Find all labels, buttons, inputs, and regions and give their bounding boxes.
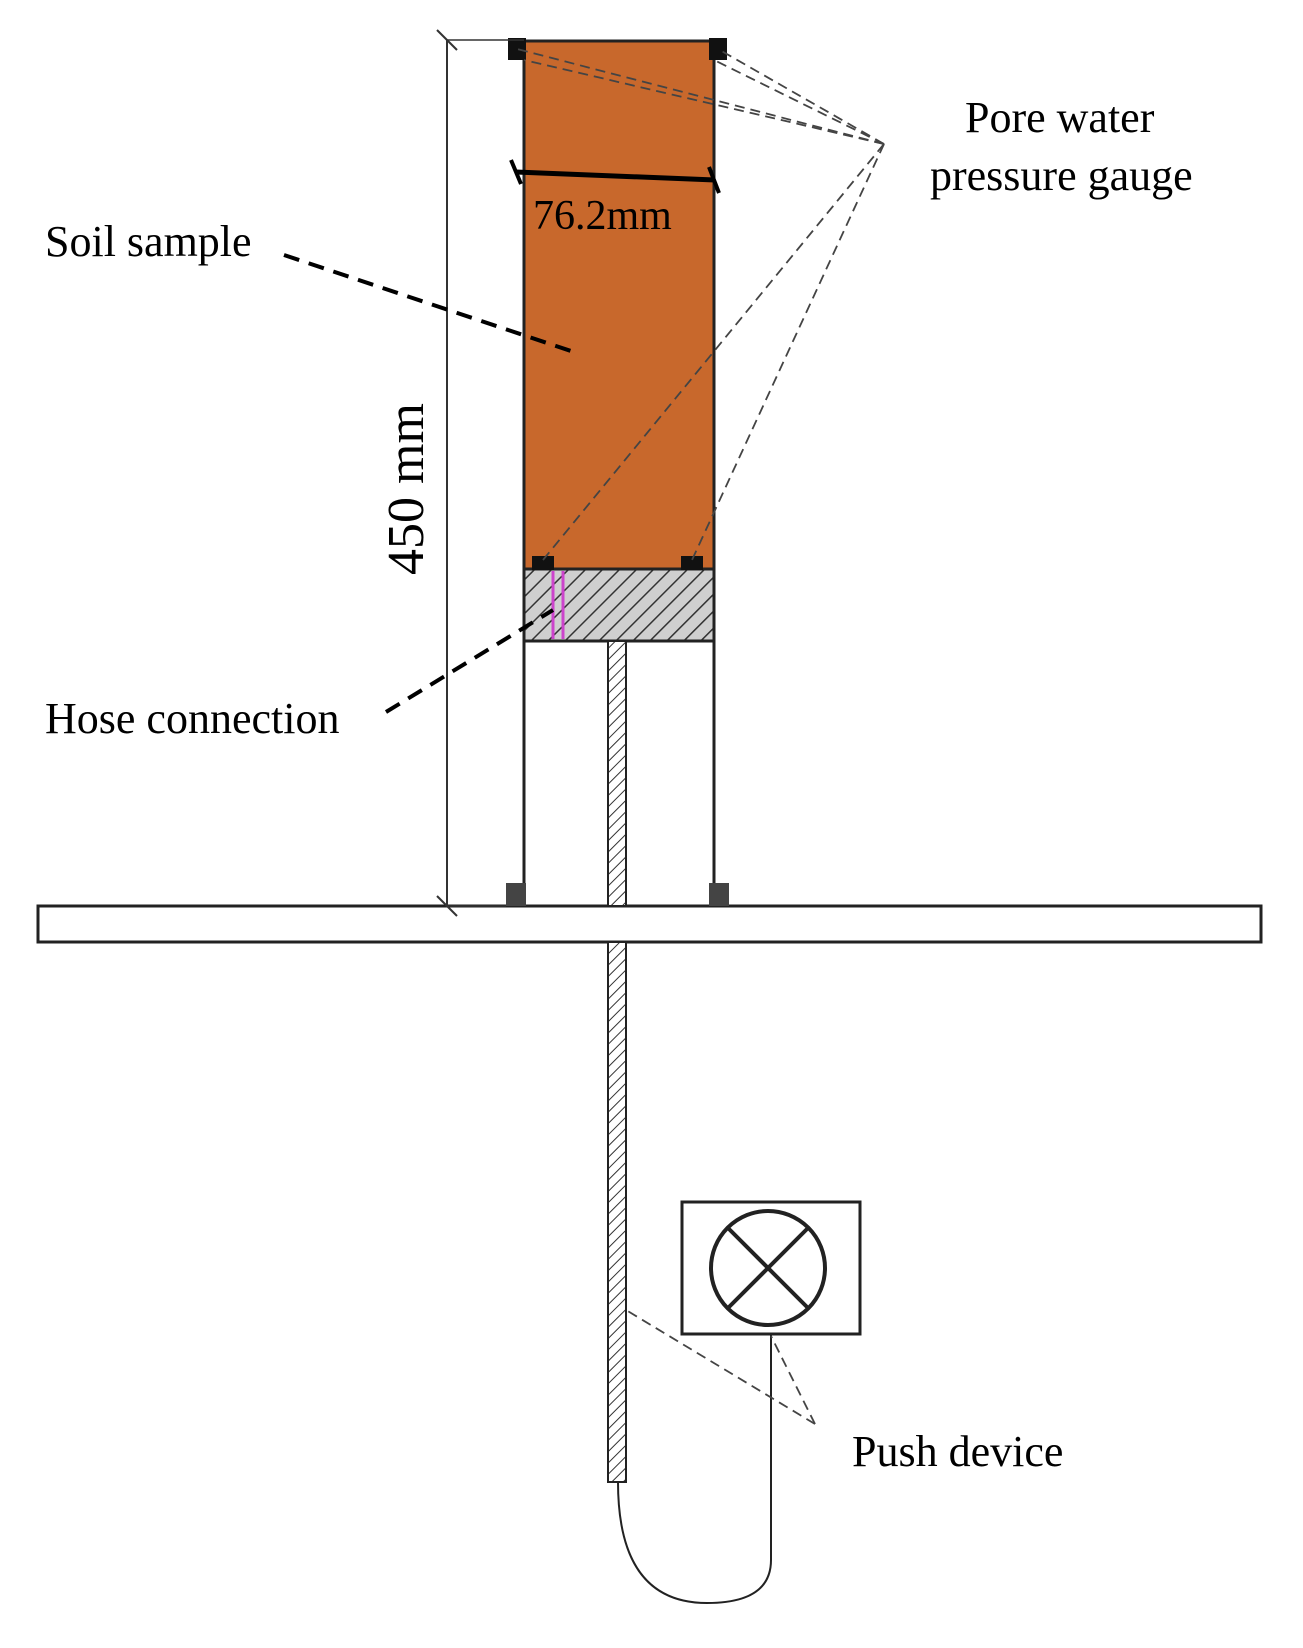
push-rod-lower [607, 941, 627, 1483]
piston-cap [522, 567, 716, 643]
soil-sample-label: Soil sample [45, 217, 252, 266]
push-device-leaders [625, 1309, 816, 1425]
pore-water-label-line1: Pore water [965, 93, 1155, 142]
width-dimension-label: 76.2mm [533, 193, 672, 239]
foot-right [709, 883, 729, 906]
hose-connection-label: Hose connection [45, 694, 339, 743]
height-dimension-label: 450 mm [378, 403, 435, 575]
width-dim-tick-right [707, 166, 721, 194]
width-dimension-line [515, 169, 716, 183]
foot-left [506, 883, 526, 906]
height-dim-tick-bottom [436, 895, 458, 917]
base-plate [36, 904, 1263, 944]
pore-water-leaders [516, 48, 885, 561]
push-device-box [680, 1200, 862, 1336]
gauge-top-left [508, 38, 526, 60]
width-dim-tick-left [509, 159, 523, 185]
soil-sample-column [522, 39, 716, 571]
hose-connection-leader [384, 608, 555, 714]
push-rod-upper [607, 640, 627, 907]
gauge-bottom-left [532, 556, 554, 570]
pore-water-label-line2: pressure gauge [930, 151, 1193, 200]
hose-line [617, 1334, 772, 1605]
gauge-bottom-right [681, 556, 703, 570]
height-dim-tick-top [436, 29, 458, 51]
valve-icon [709, 1209, 827, 1327]
gauge-top-right [709, 38, 727, 60]
push-device-label: Push device [852, 1427, 1063, 1476]
